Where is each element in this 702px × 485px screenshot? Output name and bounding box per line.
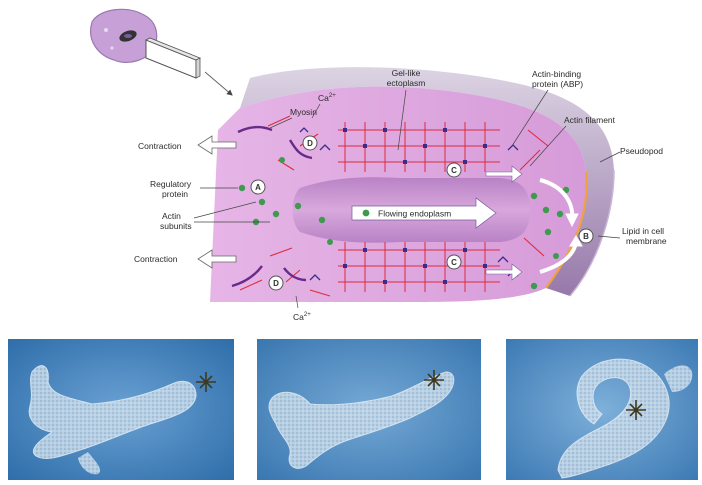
svg-text:subunits: subunits: [160, 221, 192, 231]
marker-b-text: B: [583, 232, 589, 241]
pseudopod-label: Pseudopod: [620, 146, 663, 156]
lipid-line2: membrane: [626, 236, 667, 246]
svg-text:Actin-binding: Actin-binding: [532, 69, 581, 79]
gel-ectoplasm-line2: ectoplasm: [387, 78, 426, 88]
marker-c-bottom: C: [447, 255, 461, 269]
marker-c-top: C: [447, 163, 461, 177]
cell-cutaway: [210, 67, 614, 302]
abp-line1: Actin-binding: [532, 69, 581, 79]
lipid-line1: Lipid in cell: [622, 226, 664, 236]
svg-text:protein (ABP): protein (ABP): [532, 79, 583, 89]
svg-text:Gel-like: Gel-like: [392, 68, 421, 78]
marker-c-top-text: C: [451, 166, 457, 175]
amoeba-photo-1: [8, 339, 234, 480]
actin-subunits-line1: Actin: [162, 211, 181, 221]
abp-line2: protein (ABP): [532, 79, 583, 89]
amoeba-photo-2: [257, 339, 481, 480]
photo-strip: [8, 339, 698, 480]
svg-text:ectoplasm: ectoplasm: [387, 78, 426, 88]
actin-subunits-line2: subunits: [160, 221, 192, 231]
actin-filament-label: Actin filament: [564, 115, 616, 125]
gel-ectoplasm-line1: Gel-like: [392, 68, 421, 78]
marker-a: A: [251, 180, 265, 194]
flowing-endoplasm-label: Flowing endoplasm: [378, 209, 451, 219]
svg-text:Regulatory: Regulatory: [150, 179, 192, 189]
marker-a-text: A: [255, 183, 261, 192]
svg-text:Actin: Actin: [162, 211, 181, 221]
regulatory-line1: Regulatory: [150, 179, 192, 189]
amoeba-photo-3: [506, 339, 698, 480]
calcium-top-sup: 2+: [329, 93, 336, 99]
contraction-top-label: Contraction: [138, 141, 182, 151]
marker-b: B: [579, 229, 593, 243]
svg-text:Lipid in cell: Lipid in cell: [622, 226, 664, 236]
calcium-bottom-sup: 2+: [304, 312, 311, 318]
diagram-panel: Flowing endoplasm Contraction Contractio…: [76, 0, 696, 326]
marker-d-bottom-text: D: [273, 279, 279, 288]
svg-text:protein: protein: [162, 189, 188, 199]
calcium-top-label: Ca: [318, 93, 329, 103]
regulatory-line2: protein: [162, 189, 188, 199]
marker-d-bottom: D: [269, 276, 283, 290]
myosin-label: Myosin: [290, 107, 317, 117]
svg-text:membrane: membrane: [626, 236, 667, 246]
calcium-bottom-label: Ca: [293, 312, 304, 322]
marker-d-top: D: [303, 136, 317, 150]
marker-c-bottom-text: C: [451, 258, 457, 267]
contraction-bottom-label: Contraction: [134, 254, 178, 264]
marker-d-top-text: D: [307, 139, 313, 148]
